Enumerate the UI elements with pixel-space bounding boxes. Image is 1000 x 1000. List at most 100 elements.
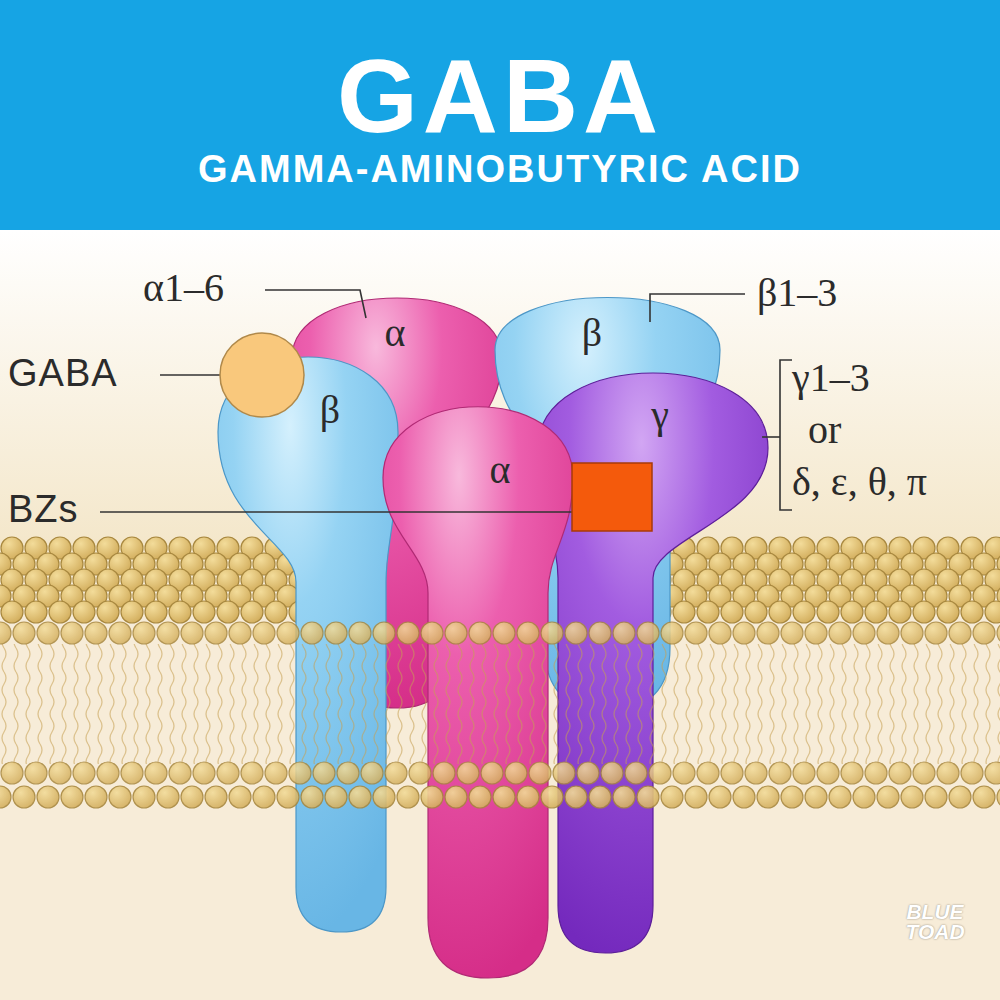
illustration-part <box>769 537 791 559</box>
illustration-part <box>109 786 131 808</box>
illustration-part <box>121 537 143 559</box>
illustration-part <box>421 622 443 644</box>
illustration-part <box>193 537 215 559</box>
illustration-part <box>61 786 83 808</box>
leader-line <box>650 294 745 322</box>
illustration-part <box>517 786 539 808</box>
illustration-part <box>877 622 899 644</box>
illustration-part <box>805 786 827 808</box>
illustration-part <box>541 786 563 808</box>
illustration-part <box>0 585 11 607</box>
illustration-part <box>253 553 275 575</box>
illustration-part <box>565 786 587 808</box>
illustration-part <box>505 762 527 784</box>
illustration-part <box>733 786 755 808</box>
illustration-part <box>265 569 287 591</box>
illustration-part <box>109 553 131 575</box>
illustration-part <box>805 553 827 575</box>
illustration-part <box>61 553 83 575</box>
illustration-part <box>913 537 935 559</box>
illustration-part <box>217 762 239 784</box>
illustration-part <box>229 622 251 644</box>
subunit-outline <box>538 358 768 953</box>
illustration-part <box>961 569 983 591</box>
illustration-part <box>337 762 359 784</box>
illustration-part <box>841 762 863 784</box>
illustration-part <box>757 553 779 575</box>
illustration-part <box>565 622 587 644</box>
illustration-part <box>829 622 851 644</box>
illustration-part <box>697 762 719 784</box>
illustration-part <box>757 786 779 808</box>
title-wrap: GABA <box>337 44 663 148</box>
illustration-part <box>817 537 839 559</box>
illustration-part <box>409 762 431 784</box>
illustration-part <box>181 786 203 808</box>
illustration-part <box>817 601 839 623</box>
illustration-part <box>469 786 491 808</box>
illustration-part <box>445 622 467 644</box>
illustration-part <box>325 622 347 644</box>
illustration-part <box>0 553 11 575</box>
illustration-part <box>853 622 875 644</box>
illustration-part <box>133 585 155 607</box>
benzodiazepine-site <box>572 463 652 531</box>
illustration-part <box>637 622 659 644</box>
illustration-part <box>829 553 851 575</box>
illustration-part <box>169 601 191 623</box>
subunit-letter: α <box>385 311 406 355</box>
illustration-part <box>745 569 767 591</box>
illustration-part <box>589 786 611 808</box>
illustration-part <box>913 569 935 591</box>
illustration-part <box>865 601 887 623</box>
illustration-part <box>157 786 179 808</box>
illustration-part <box>145 569 167 591</box>
illustration-part <box>205 585 227 607</box>
illustration-part <box>0 786 11 808</box>
label-wrap: BZs <box>8 489 79 531</box>
ligand-label: BZs <box>8 489 79 531</box>
leader-line <box>265 290 366 318</box>
illustration-part <box>985 762 1000 784</box>
illustration-part <box>877 786 899 808</box>
ligand-label: GABA <box>8 353 118 395</box>
illustration-part <box>997 553 1000 575</box>
illustration-part <box>793 569 815 591</box>
illustration-part <box>673 601 695 623</box>
illustration-part <box>253 585 275 607</box>
subunit-outline <box>383 393 573 978</box>
illustration-part <box>13 786 35 808</box>
illustration-part <box>73 537 95 559</box>
illustration-part <box>49 537 71 559</box>
illustration-part <box>97 601 119 623</box>
illustration-part <box>241 569 263 591</box>
receptor-subunit: γ <box>538 358 768 953</box>
illustration-part <box>841 569 863 591</box>
illustration-part <box>121 569 143 591</box>
illustration-part <box>517 622 539 644</box>
illustration-part <box>121 601 143 623</box>
title: GABA <box>337 44 663 148</box>
illustration-part <box>289 762 311 784</box>
receptor-subunit: α <box>383 393 573 978</box>
illustration-part <box>841 601 863 623</box>
illustration-part <box>685 553 707 575</box>
illustration-part <box>145 762 167 784</box>
illustration-part <box>901 786 923 808</box>
illustration-part <box>709 553 731 575</box>
illustration-part <box>73 601 95 623</box>
illustration-part <box>97 762 119 784</box>
illustration-part <box>265 601 287 623</box>
illustration-part <box>109 585 131 607</box>
illustration-part <box>721 601 743 623</box>
illustration-part <box>973 786 995 808</box>
illustration-part <box>73 569 95 591</box>
illustration-part <box>97 569 119 591</box>
illustration-part <box>361 762 383 784</box>
leader-lines <box>100 290 792 512</box>
illustration-part <box>853 553 875 575</box>
illustration-part <box>169 537 191 559</box>
illustration-part <box>601 762 623 784</box>
illustration-part <box>229 786 251 808</box>
leader-line <box>160 374 232 376</box>
